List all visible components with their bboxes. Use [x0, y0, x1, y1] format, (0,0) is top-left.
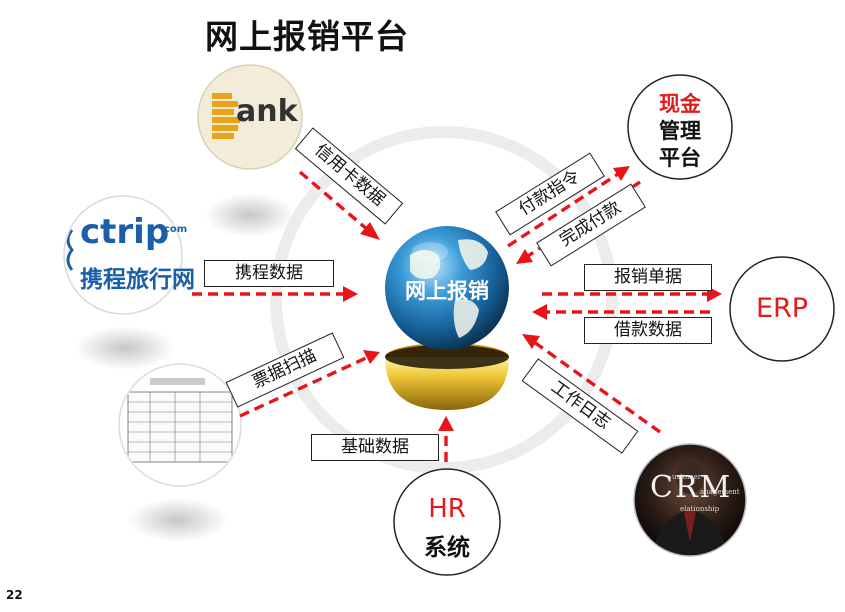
- bank-b-logo-icon: [212, 93, 240, 139]
- gold-base: [385, 357, 509, 410]
- globe-continent: [410, 250, 441, 279]
- crm-letters: CRM: [650, 470, 733, 505]
- flow-label-ctrip: 携程数据: [204, 260, 334, 287]
- flow-label-loan-data: 借款数据: [584, 317, 712, 344]
- cash-platform-circle: [627, 74, 733, 180]
- hr-circle: [393, 468, 501, 576]
- crm-businessman-icon: [650, 462, 730, 555]
- bank-shadow: [205, 193, 295, 237]
- bank-circle: [197, 64, 303, 170]
- arrowhead-loan-data: [532, 304, 547, 320]
- crm-word-relationship: elationship: [680, 505, 720, 513]
- ctrip-logo-en: ctrip: [80, 212, 170, 252]
- erp-circle: [729, 256, 835, 362]
- arrowhead-payment-instruction: [613, 166, 630, 181]
- arrow-payment-instruction: [507, 172, 619, 248]
- ctrip-logo-cn: 携程旅行网: [80, 267, 195, 293]
- arrow-heads: [343, 166, 722, 431]
- ctrip-wave-icon: [66, 229, 74, 271]
- arrow-invoice-scan: [239, 356, 367, 418]
- ctrip-logo-com: com: [164, 224, 188, 235]
- arrowhead-credit-card: [360, 222, 380, 240]
- center-label: 网上报销: [405, 279, 489, 303]
- arrowhead-basic-data: [438, 416, 454, 431]
- page-title: 网上报销平台: [205, 17, 409, 56]
- arrowhead-work-log: [522, 334, 540, 349]
- page-number: 22: [6, 588, 23, 602]
- erp-label: ERP: [755, 293, 809, 324]
- ctrip-shadow: [75, 326, 175, 370]
- ctrip-node: [63, 195, 183, 315]
- cash-label-line1: 现金: [659, 92, 701, 116]
- flow-label-expense-doc: 报销单据: [584, 264, 712, 291]
- arrow-work-log: [533, 340, 661, 434]
- crm-circle: [633, 443, 747, 557]
- arrowhead-invoice-scan: [363, 350, 380, 364]
- bank-node: [197, 64, 303, 170]
- globe-highlight: [412, 242, 448, 262]
- background-ring: [270, 126, 618, 474]
- crm-node: [633, 443, 747, 557]
- crm-word-customer: ustomer: [672, 473, 702, 481]
- hr-label-line2: 系统: [424, 535, 470, 561]
- cash-label-line3: 平台: [659, 146, 701, 170]
- crm-word-management: anagement: [700, 488, 740, 496]
- globe-continent: [458, 239, 488, 270]
- doc-shadow: [128, 498, 228, 542]
- gold-base-top: [385, 345, 509, 369]
- globe-continent: [453, 299, 479, 338]
- hr-label-line1: HR: [428, 494, 466, 524]
- cash-label-line2: 管理: [659, 119, 701, 143]
- bank-logo-text: ank: [236, 94, 298, 129]
- flow-label-basic-data: 基础数据: [311, 434, 439, 461]
- ctrip-circle: [63, 195, 183, 315]
- invoice-document-icon: [127, 378, 233, 463]
- invoice-node: [118, 363, 242, 487]
- arrowhead-payment-done: [516, 249, 533, 264]
- center-platform: [385, 226, 509, 410]
- arrowhead-ctrip: [343, 286, 358, 302]
